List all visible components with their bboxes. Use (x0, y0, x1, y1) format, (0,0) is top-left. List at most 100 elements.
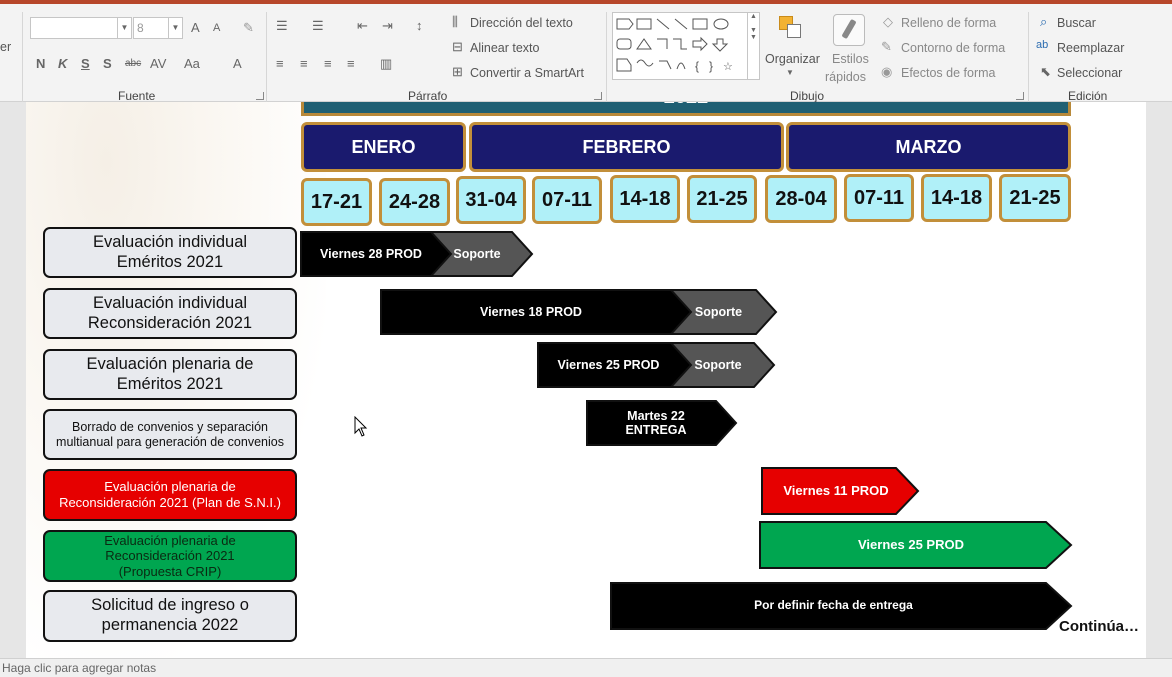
bar-label[interactable]: Viernes 18 PROD (480, 304, 582, 319)
bar-label[interactable]: Viernes 25 PROD (557, 357, 660, 372)
slide-editor-area: 2022 ENERO FEBRERO MARZO 17-21 24-28 31-… (0, 102, 1172, 658)
bar-label[interactable]: Viernes 11 PROD (783, 482, 889, 498)
task-label[interactable]: Evaluación plenaria de Eméritos 2021 (43, 349, 297, 400)
bar-label[interactable]: Por definir fecha de entrega (754, 598, 913, 613)
shape-effects-button[interactable]: Efectos de forma (901, 66, 996, 80)
font-dialog-launcher[interactable] (256, 92, 264, 100)
drawing-dialog-launcher[interactable] (1016, 92, 1024, 100)
notes-pane[interactable]: Haga clic para agregar notas (0, 658, 1172, 677)
week-cell[interactable]: 14-18 (610, 175, 680, 223)
cursor-select-icon[interactable]: ⬉ (1040, 64, 1051, 79)
underline-button[interactable]: S (81, 56, 90, 71)
week-cell[interactable]: 07-11 (844, 174, 914, 222)
paragraph-dialog-launcher[interactable] (594, 92, 602, 100)
font-color-button[interactable]: A (233, 56, 242, 71)
decrease-indent-icon[interactable]: ⇤ (357, 18, 368, 33)
task-label[interactable]: Evaluación plenaria de Reconsideración 2… (43, 469, 297, 521)
replace-icon[interactable]: ab (1036, 39, 1049, 51)
line-spacing-icon[interactable]: ↕ (416, 18, 423, 33)
select-button[interactable]: Seleccionar (1057, 66, 1123, 80)
week-cell[interactable]: 17-21 (301, 178, 372, 226)
month-header[interactable]: ENERO (301, 122, 466, 172)
bar-support-label[interactable]: Soporte (694, 304, 743, 319)
task-label[interactable]: Evaluación plenaria de Reconsideración 2… (43, 530, 297, 582)
justify-icon[interactable]: ≡ (347, 56, 355, 71)
gallery-scroll[interactable]: ▲▼▼ (747, 13, 759, 79)
week-cell[interactable]: 28-04 (765, 175, 837, 223)
columns-icon[interactable]: ▥ (380, 56, 393, 71)
svg-text:{: { (695, 59, 699, 73)
ribbon-separator (606, 12, 607, 102)
week-cell[interactable]: 21-25 (999, 174, 1071, 222)
align-center-icon[interactable]: ≡ (300, 56, 308, 71)
char-spacing-button[interactable]: AV (150, 56, 167, 71)
align-text-button[interactable]: Alinear texto (470, 41, 540, 55)
align-left-icon[interactable]: ≡ (276, 56, 284, 71)
shape-fill-button[interactable]: Relleno de forma (901, 16, 997, 30)
convert-smartart-button[interactable]: Convertir a SmartArt (470, 66, 584, 80)
find-button[interactable]: Buscar (1057, 16, 1096, 30)
bar-support-label[interactable]: Soporte (694, 357, 742, 372)
bullets-icon[interactable]: ☰ (276, 18, 288, 33)
bar-support-label[interactable]: Soporte (453, 246, 501, 261)
week-cell[interactable]: 21-25 (687, 175, 757, 223)
task-label[interactable]: Evaluación individual Reconsideración 20… (43, 288, 297, 339)
drawing-group-label: Dibujo (790, 89, 825, 103)
paragraph-group-label: Párrafo (408, 89, 448, 103)
numbering-icon[interactable]: ☰ (312, 18, 324, 33)
smartart-icon[interactable]: ⊞ (452, 64, 463, 79)
bar-label[interactable]: Viernes 25 PROD (858, 536, 964, 552)
bar-2-main-shape (537, 342, 693, 388)
month-header[interactable]: MARZO (786, 122, 1071, 172)
shape-outline-button[interactable]: Contorno de forma (901, 41, 1006, 55)
strikethrough-button[interactable]: abc (125, 58, 142, 69)
pen-icon[interactable]: ✎ (881, 39, 892, 54)
week-cell[interactable]: 07-11 (532, 176, 602, 224)
task-label[interactable]: Borrado de convenios y separación multia… (43, 409, 297, 460)
paint-bucket-icon[interactable]: ◇ (883, 14, 893, 29)
shrink-font-icon[interactable]: A (213, 22, 221, 34)
text-direction-icon[interactable]: ⫼ (452, 14, 458, 29)
bar-1-main-shape (380, 289, 693, 335)
chevron-down-icon[interactable]: ▼ (168, 18, 182, 38)
quick-styles-button[interactable]: Estilos (832, 52, 869, 66)
effects-icon[interactable]: ◉ (881, 64, 893, 79)
text-direction-button[interactable]: Dirección del texto (470, 16, 573, 30)
bar-4-shape (761, 467, 920, 515)
quick-styles-icon[interactable] (833, 14, 865, 46)
year-header[interactable]: 2022 (301, 102, 1071, 116)
task-label[interactable]: Solicitud de ingreso o permanencia 2022 (43, 590, 297, 642)
increase-indent-icon[interactable]: ⇥ (382, 18, 393, 33)
shapes-gallery[interactable]: { } ☆ ▲▼▼ (612, 12, 760, 80)
continues-note[interactable]: Continúa… (1059, 618, 1139, 635)
bold-button[interactable]: N (36, 56, 46, 71)
font-size-combo[interactable]: 8 ▼ (133, 17, 183, 39)
shapes-icon[interactable]: { } ☆ (613, 13, 747, 79)
italic-button[interactable]: K (58, 56, 68, 71)
arrange-button[interactable]: Organizar (765, 52, 820, 66)
search-icon[interactable]: ⌕ (1040, 14, 1048, 29)
shadow-button[interactable]: S (103, 56, 112, 71)
change-case-button[interactable]: Aa (184, 56, 200, 71)
align-text-icon[interactable]: ⊟ (452, 39, 463, 54)
font-family-combo[interactable]: ▼ (30, 17, 132, 39)
chevron-down-icon[interactable]: ▼ (117, 18, 131, 38)
ribbon-separator (1028, 12, 1029, 102)
chevron-down-icon[interactable]: ▼ (786, 68, 794, 77)
task-label[interactable]: Evaluación individual Eméritos 2021 (43, 227, 297, 278)
align-right-icon[interactable]: ≡ (324, 56, 332, 71)
month-header[interactable]: FEBRERO (469, 122, 784, 172)
week-cell[interactable]: 31-04 (456, 176, 526, 224)
week-cell[interactable]: 24-28 (379, 178, 450, 226)
bar-label[interactable]: Martes 22 ENTREGA (625, 408, 687, 437)
ribbon-partial-button[interactable]: er (0, 40, 12, 54)
week-cell[interactable]: 14-18 (921, 174, 992, 222)
editing-group-label: Edición (1068, 89, 1108, 103)
grow-font-icon[interactable]: A (191, 20, 200, 35)
arrange-icon[interactable] (775, 14, 805, 44)
slide-canvas[interactable]: 2022 ENERO FEBRERO MARZO 17-21 24-28 31-… (26, 102, 1146, 658)
bar-label[interactable]: Viernes 28 PROD (320, 246, 422, 261)
clear-format-icon[interactable]: ✎ (243, 20, 254, 35)
replace-button[interactable]: Reemplazar (1057, 41, 1125, 55)
quick-styles-button-line2[interactable]: rápidos (825, 70, 866, 84)
